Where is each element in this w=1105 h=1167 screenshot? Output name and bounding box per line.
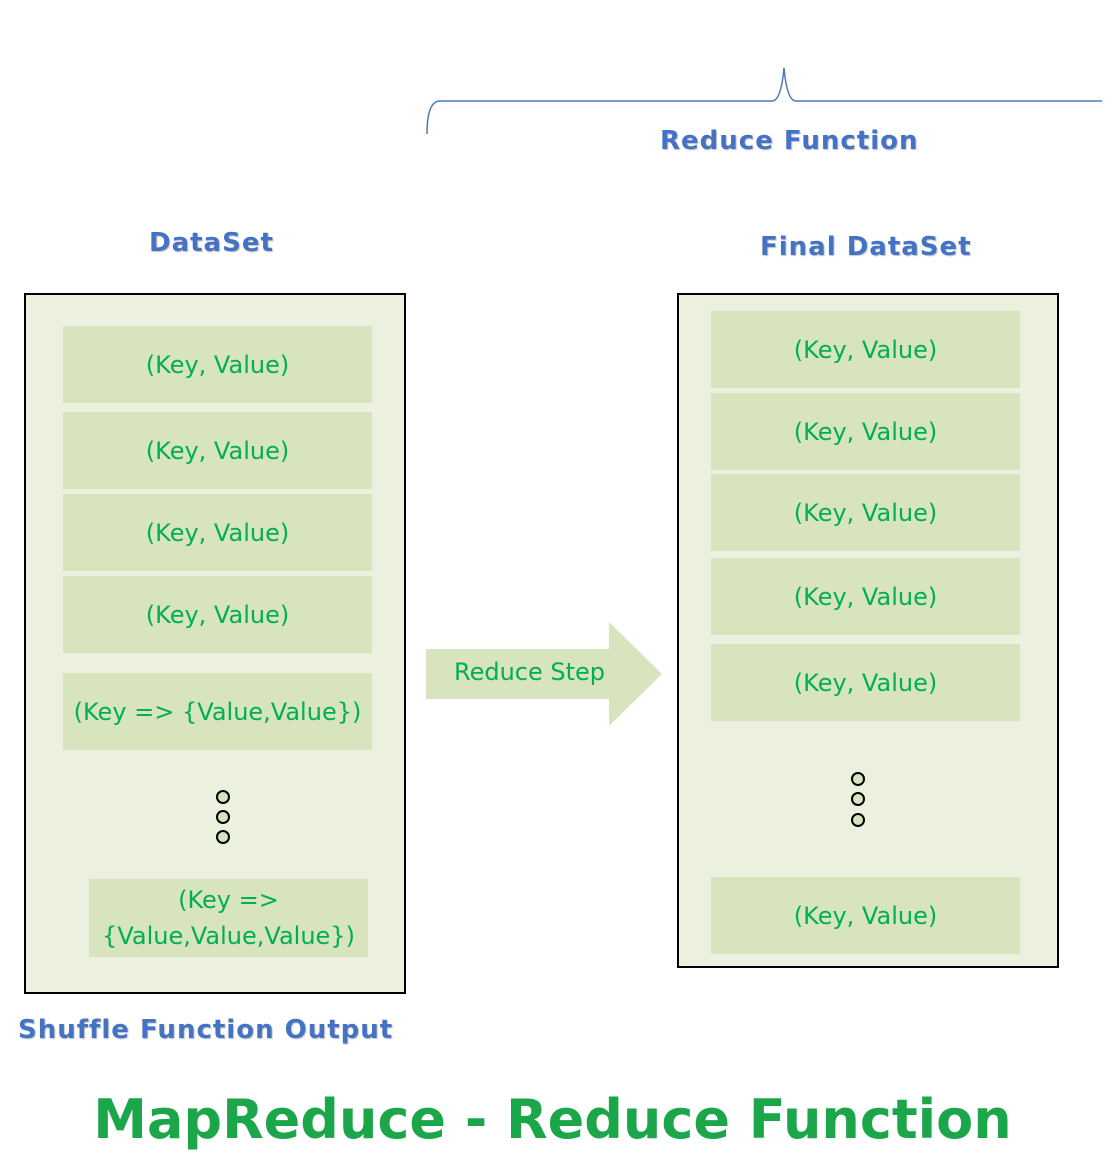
- ellipsis-dot-icon: [216, 810, 230, 824]
- dataset-label: DataSet: [149, 228, 274, 258]
- final-dataset-label: Final DataSet: [760, 232, 972, 262]
- left-item-5: (Key => {Value,Value}): [63, 673, 372, 750]
- right-item-4: (Key, Value): [711, 558, 1020, 635]
- reduce-step-arrow: [426, 622, 662, 726]
- reduce-function-label: Reduce Function: [660, 126, 919, 156]
- left-item-1: (Key, Value): [63, 326, 372, 403]
- shuffle-output-label: Shuffle Function Output: [18, 1015, 394, 1045]
- left-item-4: (Key, Value): [63, 576, 372, 653]
- ellipsis-dot-icon: [216, 790, 230, 804]
- ellipsis-dot-icon: [851, 792, 865, 806]
- left-item-2: (Key, Value): [63, 412, 372, 489]
- right-item-3: (Key, Value): [711, 474, 1020, 551]
- right-item-1: (Key, Value): [711, 311, 1020, 388]
- page-title: MapReduce - Reduce Function: [93, 1088, 1012, 1151]
- left-last-item: (Key => {Value,Value,Value}): [89, 879, 368, 957]
- right-item-5: (Key, Value): [711, 644, 1020, 721]
- right-last-item: (Key, Value): [711, 877, 1020, 954]
- reduce-function-brace: [426, 67, 1102, 135]
- right-item-2: (Key, Value): [711, 393, 1020, 470]
- ellipsis-dot-icon: [851, 772, 865, 786]
- ellipsis-dot-icon: [851, 813, 865, 827]
- left-item-3: (Key, Value): [63, 494, 372, 571]
- ellipsis-dot-icon: [216, 830, 230, 844]
- reduce-step-label: Reduce Step: [454, 658, 606, 686]
